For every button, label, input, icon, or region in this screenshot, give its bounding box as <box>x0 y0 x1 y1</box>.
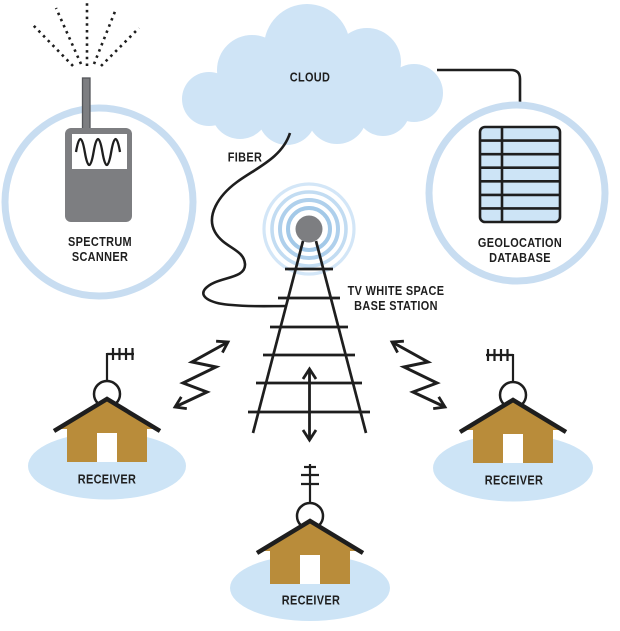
receiver-left-group <box>28 348 186 500</box>
spectrum-scanner-icon <box>65 77 132 222</box>
spectrum-scanner-label-line1: SPECTRUM <box>68 234 132 249</box>
geolocation-database-group <box>425 101 609 285</box>
geolocation-database-label-line1: GEOLOCATION <box>477 235 563 250</box>
scanner-ring <box>1 104 197 300</box>
cloud-label: CLOUD <box>289 69 331 85</box>
radio-waves-icon <box>262 182 356 276</box>
receiver-bottom-label: RECEIVER <box>281 592 341 608</box>
base-station-label-line2: BASE STATION <box>354 298 438 313</box>
cloud-database-connector-line <box>437 68 522 104</box>
geolocation-database-label-line2: DATABASE <box>489 250 551 265</box>
zigzag-arrow-right <box>389 339 448 411</box>
house-icon <box>458 380 568 463</box>
house-icon <box>255 501 365 584</box>
tower-cap <box>295 215 323 243</box>
base-station-group <box>248 182 370 443</box>
database-ring <box>425 101 609 285</box>
spectrum-scanner-group <box>1 3 197 300</box>
sine-wave-icon <box>74 137 122 167</box>
receiver-right-label: RECEIVER <box>484 472 544 488</box>
zigzag-arrow-left <box>172 339 231 411</box>
cloud-shape <box>182 4 443 145</box>
fiber-label: FIBER <box>227 149 263 165</box>
house-icon <box>52 379 162 462</box>
receiver-bottom-group <box>230 464 390 621</box>
receiver-left-label: RECEIVER <box>77 471 137 487</box>
receiver-right-group <box>433 349 593 502</box>
base-station-label-line1: TV WHITE SPACE <box>347 283 445 298</box>
geolocation-database-label: GEOLOCATION DATABASE <box>478 235 562 265</box>
base-station-label: TV WHITE SPACE BASE STATION <box>348 283 445 313</box>
signal-rays-icon <box>31 3 140 67</box>
spectrum-scanner-label-line2: SCANNER <box>71 249 129 264</box>
spectrum-scanner-label: SPECTRUM SCANNER <box>68 234 132 264</box>
database-table-icon <box>478 125 562 224</box>
fiber-line <box>202 132 292 308</box>
scanner-antenna-icon <box>81 77 91 133</box>
